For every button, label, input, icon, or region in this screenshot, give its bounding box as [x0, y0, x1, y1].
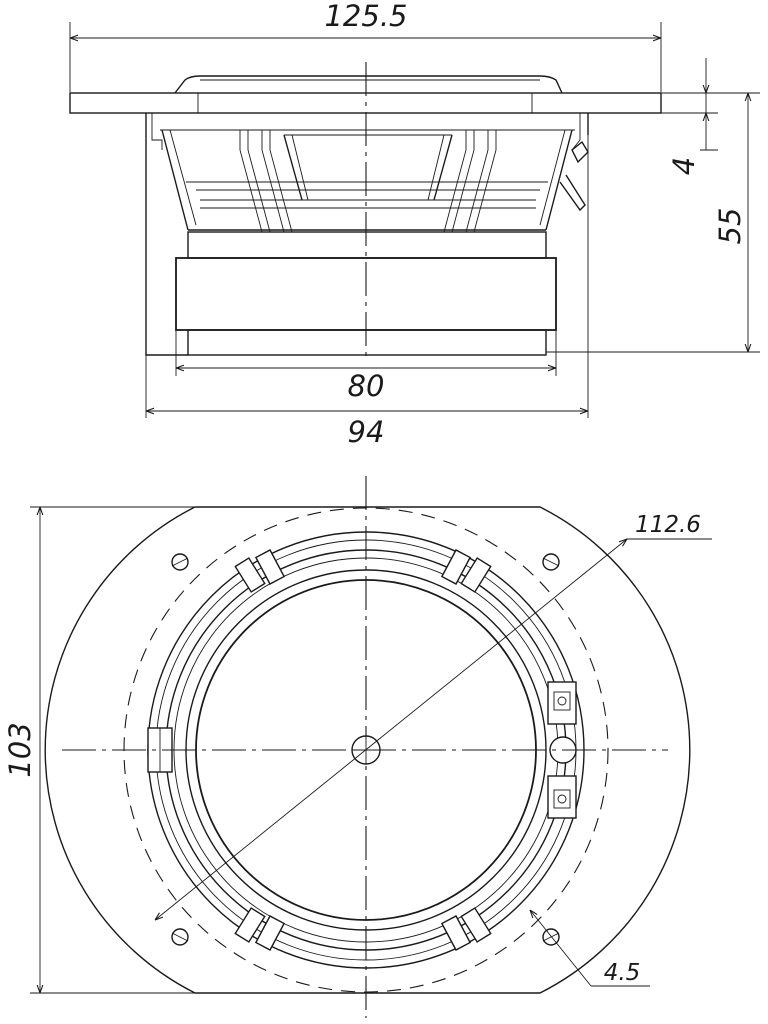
flange-thickness-label: 4	[667, 157, 701, 175]
flange-width-label: 125.5	[324, 0, 407, 33]
mounting-height-label: 103	[3, 722, 37, 777]
mounting-hole-bottom-right	[542, 928, 560, 946]
magnet-diameter-label: 80	[348, 369, 385, 403]
mounting-hole-bottom-left	[171, 928, 189, 946]
flange-outline	[44, 506, 691, 994]
side-view: 125.5	[69, 0, 760, 449]
back-plate	[187, 329, 547, 356]
front-view: 112.6 4.5 103	[3, 476, 712, 1018]
bolt-circle-diameter-label: 112.6	[635, 512, 701, 538]
surround-profile	[174, 75, 563, 94]
mounting-hole-leader	[530, 910, 592, 987]
top-plate	[187, 231, 547, 259]
mounting-hole-diameter-label: 4.5	[604, 960, 641, 986]
bolt-circle-diameter-leader	[155, 539, 627, 920]
frame-diameter-label: 94	[348, 415, 385, 449]
overall-depth-label: 55	[713, 208, 747, 245]
